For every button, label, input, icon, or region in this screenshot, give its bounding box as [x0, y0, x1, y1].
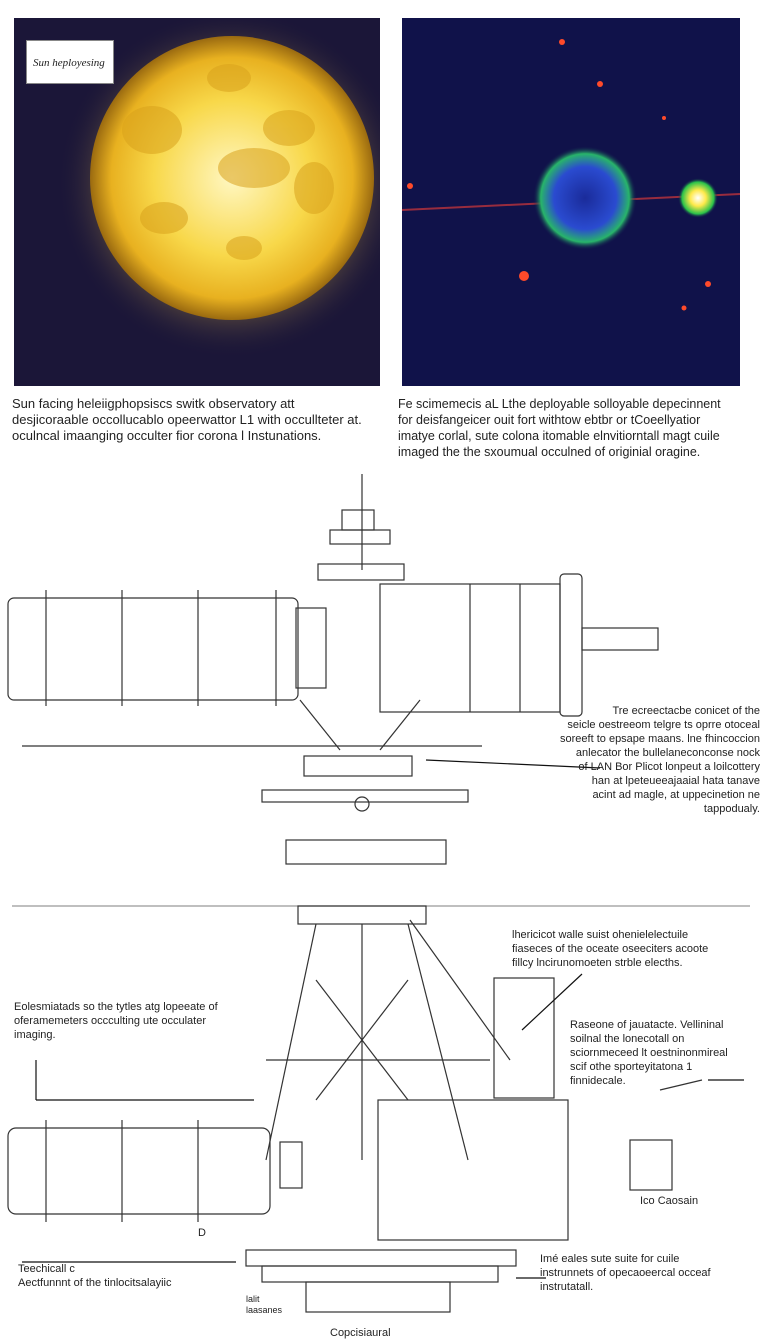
footer-caption: Copcisiaural: [330, 1327, 391, 1339]
annotation-right-lower: Raseone of jauatacte. Vellininal soilnal…: [570, 1019, 728, 1087]
coronagraph-image-panel: [402, 18, 740, 386]
spacecraft-technical-drawing: [7, 474, 750, 1313]
upper-support-structure: [22, 699, 482, 865]
annotation-leaders: [22, 759, 744, 1279]
left-image-caption: Sun facing heleiigphopsiscs switk observ…: [12, 396, 362, 443]
sun-image: [14, 18, 380, 386]
base-platform: [245, 1249, 517, 1313]
upper-telescope-tube: [7, 573, 659, 717]
lower-telescope-tube: [7, 977, 703, 1241]
sun-image-label: Sun heployesing: [26, 40, 114, 84]
sun-image-panel: Sun heployesing: [14, 18, 380, 386]
annotation-tag-ico: Ico Caosain: [640, 1195, 699, 1207]
annotation-mid-right: lhericicot walle suist ohenielelectuile …: [512, 929, 709, 969]
annotation-bottom-box: lalit laasanes: [246, 1294, 283, 1315]
annotation-upper-right: Tre ecreectacbe conicet of the seicle oe…: [560, 705, 760, 815]
coronagraph-image: [402, 18, 740, 386]
upper-mast: [317, 474, 405, 581]
right-image-caption: Fe scimemecis aL Lthe deployable solloya…: [398, 397, 721, 459]
annotation-bottom-right: Imé eales sute suite for cuile instrunne…: [540, 1253, 711, 1293]
annotation-bottom-left: Teechicall c Aectfunnnt of the tinlocits…: [18, 1263, 172, 1289]
annotation-tag-d: D: [198, 1227, 206, 1239]
lower-tower: [265, 905, 511, 1161]
annotation-left: Eolesmiatads so the tytles atg lopeeate …: [14, 1001, 218, 1041]
